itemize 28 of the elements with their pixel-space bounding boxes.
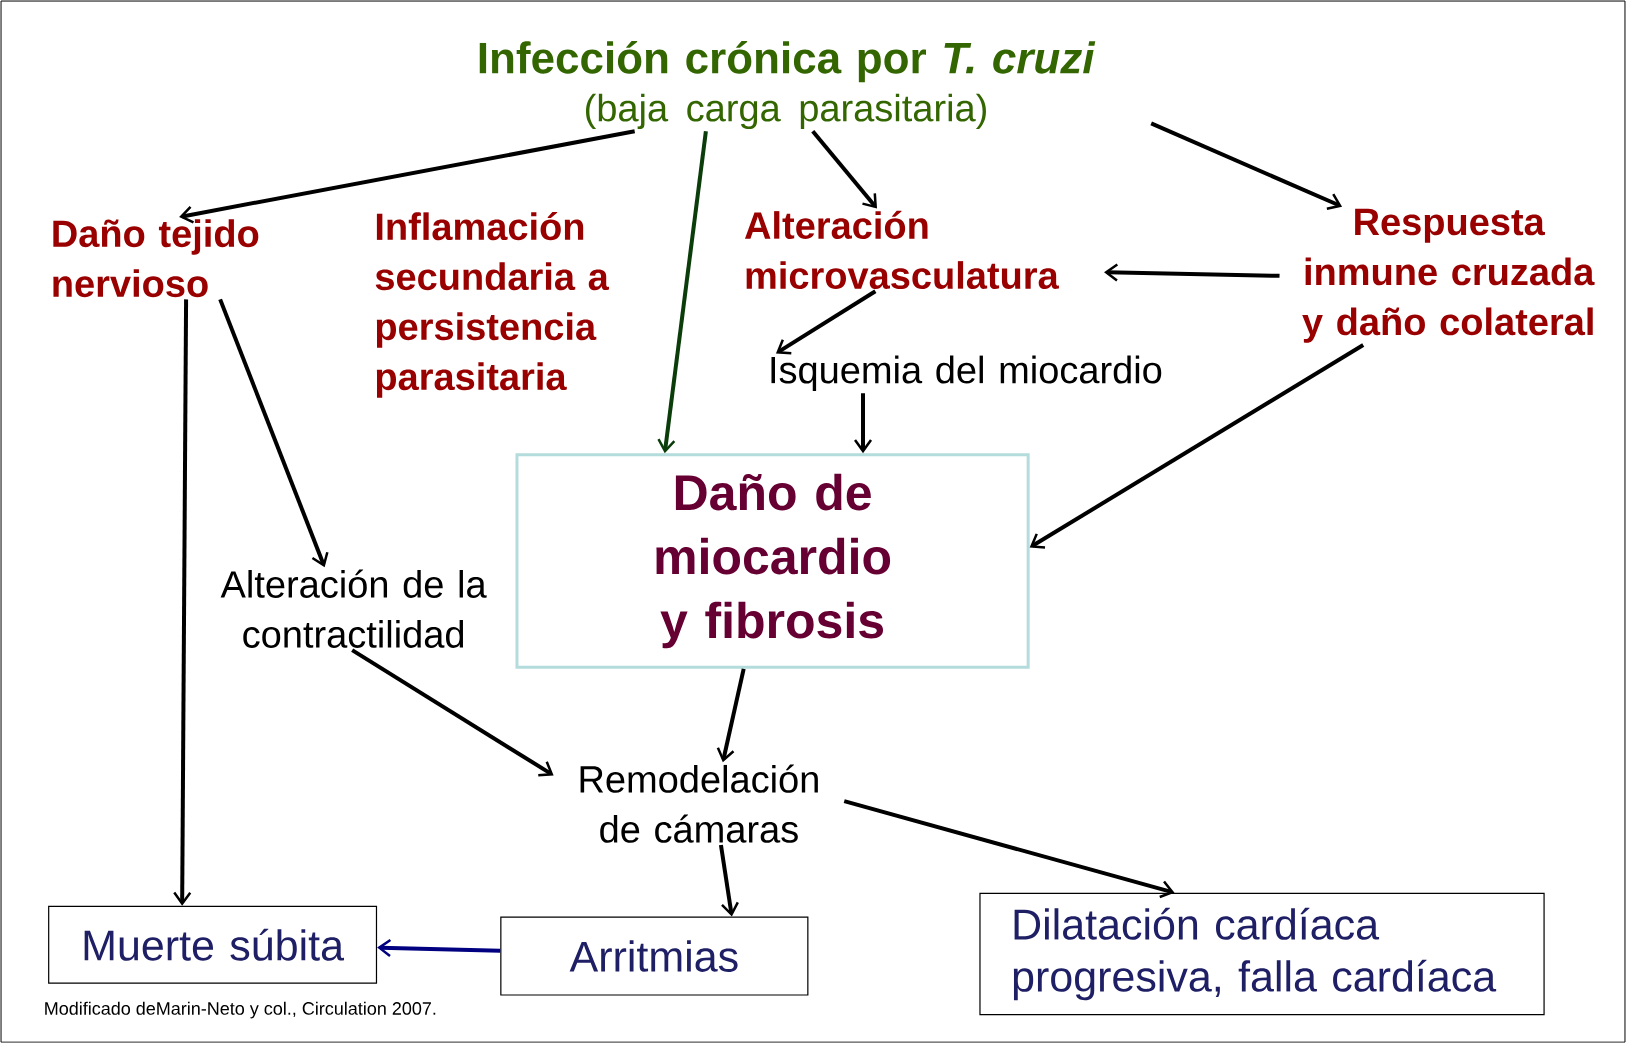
- central-box: Daño de miocardio y fibrosis: [515, 453, 1030, 669]
- arrow: [1104, 263, 1280, 282]
- arrow: [351, 648, 554, 777]
- arrow: [218, 298, 329, 568]
- outcome-box: Arritmias: [500, 916, 809, 996]
- citation-note: Modificado deMarin-Neto y col., Circulation 2007.: [45, 1001, 436, 1019]
- arrow: [843, 799, 1175, 899]
- cause-text: Inflamación secundaria a persistencia parasitaria: [375, 211, 609, 398]
- effect-text: Remodelación de cámaras: [580, 764, 818, 843]
- effect-text: Alteración de la contractilidad: [220, 569, 487, 648]
- effect-text: Isquemia del miocardio: [771, 355, 1162, 391]
- cause-text: Respuesta inmune cruzada y daño colateral: [1302, 208, 1595, 343]
- cause-text: Daño tejido nervioso: [53, 219, 259, 298]
- arrow: [377, 938, 501, 957]
- outcome-box: Muerte súbita: [48, 905, 378, 984]
- title-text: Infección crónica por T. cruzi (baja carga parasitaria): [479, 40, 1096, 129]
- arrow: [173, 299, 192, 906]
- outcome-box: Dilatación cardíaca progresiva, falla cardíaca: [979, 892, 1545, 1016]
- arrow: [718, 844, 739, 917]
- arrow: [657, 130, 708, 454]
- arrow: [716, 668, 746, 763]
- arrow: [179, 129, 636, 224]
- arrow: [775, 289, 877, 355]
- cause-text: Alteración microvasculatura: [744, 210, 1059, 289]
- arrow: [811, 129, 878, 209]
- arrow: [854, 393, 873, 454]
- arrow: [1029, 343, 1365, 549]
- arrow: [1150, 121, 1343, 210]
